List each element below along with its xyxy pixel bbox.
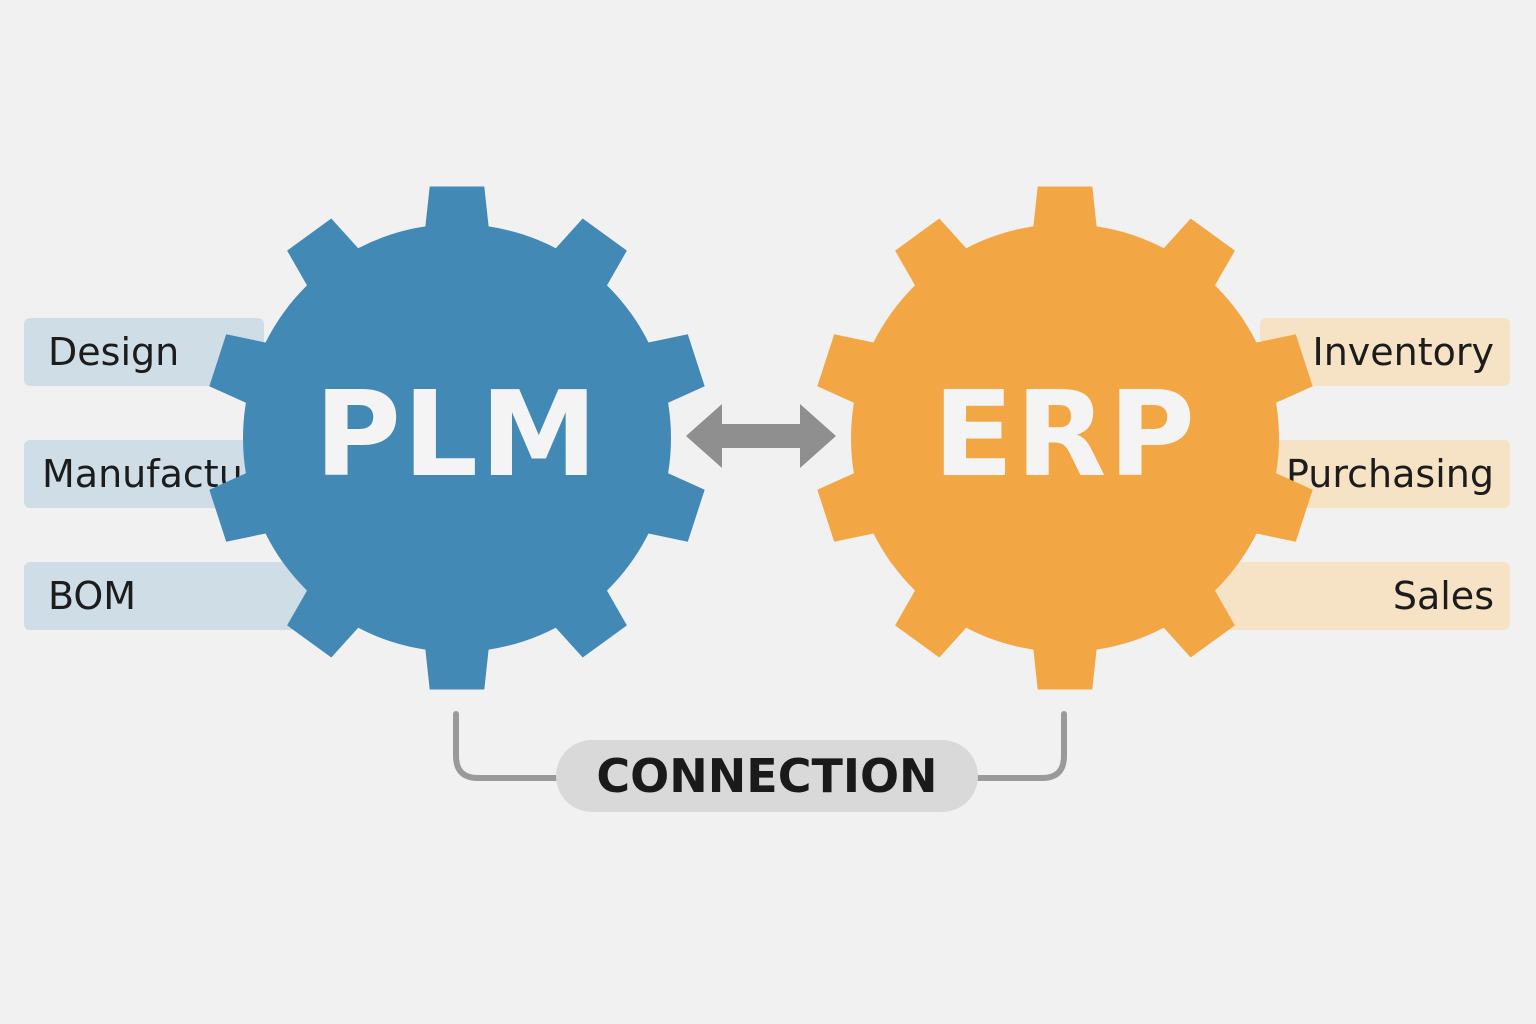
erp-gear-icon bbox=[817, 186, 1313, 690]
connection-bracket-right bbox=[971, 711, 1067, 781]
connection-label: CONNECTION bbox=[556, 740, 978, 812]
connection-bracket-left bbox=[453, 711, 563, 781]
bidirectional-arrow-icon bbox=[686, 404, 836, 468]
plm-gear-icon bbox=[209, 186, 705, 690]
plm-label: PLM bbox=[314, 365, 600, 503]
plm-item-bom: BOM bbox=[24, 562, 324, 630]
erp-item-sales: Sales bbox=[1210, 562, 1510, 630]
erp-label: ERP bbox=[933, 365, 1197, 503]
